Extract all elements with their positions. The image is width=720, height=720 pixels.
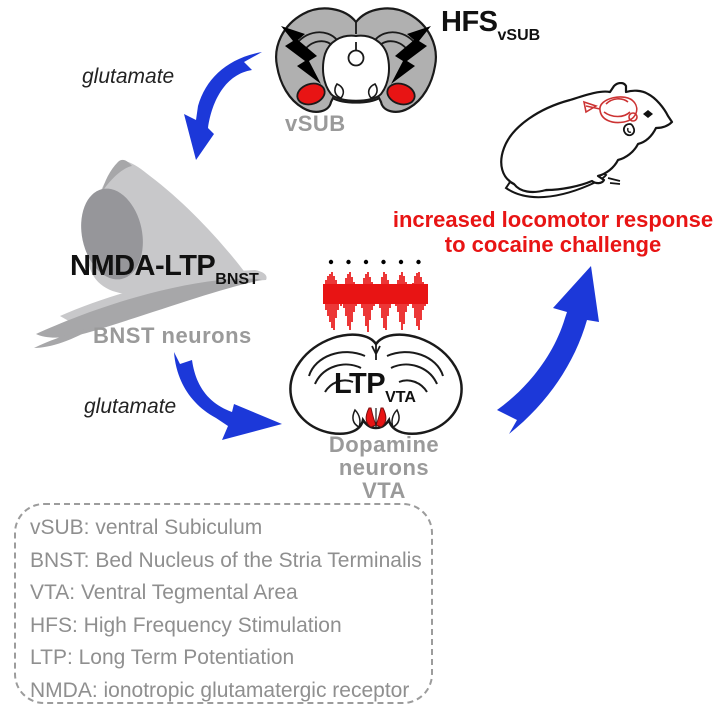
electrode-bolt-right-icon	[391, 26, 431, 84]
burst-dots	[328, 259, 421, 265]
ventral-arc-left	[334, 83, 345, 99]
curved-arrow-icon	[497, 266, 599, 434]
bnst-structure	[34, 159, 267, 348]
legend-item: NMDA: ionotropic glutamatergic receptor	[30, 678, 410, 702]
rat-illustration	[500, 82, 674, 199]
outcome-line2: to cocaine challenge	[444, 232, 662, 257]
legend-item: HFS: High Frequency Stimulation	[30, 613, 342, 637]
ltp-subscript: VTA	[385, 389, 416, 406]
bnst-caption: BNST neurons	[93, 323, 252, 348]
ltp-text: LTP	[334, 368, 386, 400]
rat-eye	[643, 110, 653, 118]
vsub-region-left	[296, 82, 326, 106]
abbreviation-legend: vSUB: ventral Subiculum BNST: Bed Nucleu…	[14, 503, 433, 704]
ventral-arc-right	[367, 83, 378, 99]
nmda-ltp-subscript: BNST	[215, 271, 259, 288]
glutamate-label-upper: glutamate	[82, 65, 175, 88]
trace-spikes	[323, 272, 428, 332]
vta-outline	[289, 333, 463, 435]
vsub-brain-section	[275, 7, 437, 113]
legend-item: LTP: Long Term Potentiation	[30, 646, 295, 669]
legend-item: VTA: Ventral Tegmental Area	[30, 581, 298, 604]
aqueduct	[347, 49, 365, 67]
electrode-bolt-left-icon	[281, 26, 321, 84]
glutamate-label-lower: glutamate	[84, 395, 177, 418]
ephys-trace	[323, 259, 428, 332]
vsub-region-right	[386, 82, 416, 106]
ltp-label: LTPVTA	[334, 368, 416, 406]
vta-midline	[371, 342, 381, 360]
bnst-sail-tip	[102, 159, 132, 192]
nmda-ltp-label: NMDA-LTPBNST	[70, 250, 259, 288]
rat-body	[500, 82, 674, 194]
hfs-subscript: vSUB	[497, 27, 541, 44]
legend-item: vSUB: ventral Subiculum	[30, 516, 263, 539]
rat-ear-icon	[623, 123, 636, 137]
hfs-text: HFS	[441, 6, 498, 38]
arrow-vta-to-behavior	[497, 266, 599, 434]
peduncle-right	[391, 408, 400, 429]
vta-brain-section	[289, 333, 463, 435]
curved-arrow-icon	[184, 52, 262, 160]
arrow-bnst-to-vta	[174, 352, 282, 440]
vta-fold-left	[308, 351, 366, 393]
rat-ear-curl	[627, 127, 632, 133]
rat-brain-sketch	[582, 96, 638, 124]
vta-caption: Dopamine neurons VTA	[284, 433, 484, 502]
outcome-line1: increased locomotor response	[392, 207, 714, 232]
rat-paw-lines	[607, 177, 621, 185]
legend-item: BNST: Bed Nucleus of the Stria Terminali…	[30, 548, 422, 572]
vta-caption-line2: VTA	[362, 478, 406, 503]
nmda-ltp-text: NMDA-LTP	[70, 250, 216, 282]
vsub-caption: vSUB	[285, 111, 346, 136]
vta-fold-right	[386, 351, 444, 393]
bnst-core	[81, 188, 143, 280]
outcome-text: increased locomotor response to cocaine …	[388, 207, 718, 257]
vta-caption-line1: Dopamine neurons	[328, 432, 440, 480]
bnst-tail-curl	[34, 326, 96, 348]
hfs-label: HFSvSUB	[441, 6, 540, 44]
peduncle-left	[352, 408, 361, 429]
curved-arrow-icon	[174, 352, 282, 440]
bnst-swoosh-mid	[36, 278, 262, 338]
arrow-vsub-to-bnst	[184, 52, 262, 160]
